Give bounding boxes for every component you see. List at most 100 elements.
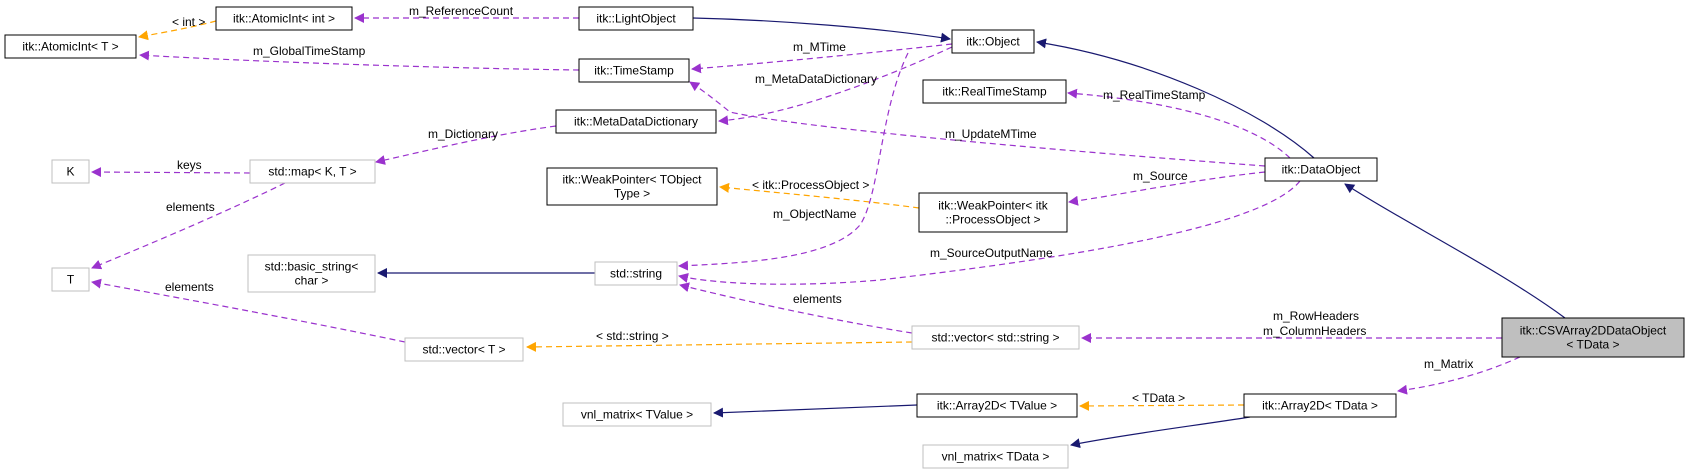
node-array2d-tvalue[interactable]: itk::Array2D< TValue > [916, 393, 1078, 418]
node-box [215, 6, 353, 31]
e-global-time-stamp-edge [139, 50, 580, 71]
node-label: Type > [614, 187, 650, 201]
node-label: itk::CSVArray2DDataObject [1520, 324, 1667, 338]
node-object[interactable]: itk::Object [951, 29, 1035, 54]
node-label: itk::RealTimeStamp [942, 85, 1047, 99]
node-vector-t[interactable]: std::vector< T > [404, 337, 524, 362]
node-box [951, 29, 1035, 54]
node-label: std::map< K, T > [268, 165, 356, 179]
e-string-arg-edge [526, 341, 913, 352]
node-label: std::string [610, 267, 662, 281]
edge-label-column-headers: m_ColumnHeaders [1263, 324, 1366, 338]
edge-label-real-time-stamp: m_RealTimeStamp [1103, 88, 1206, 102]
edge-label-source-output-name: m_SourceOutputName [930, 246, 1053, 260]
node-label: vnl_matrix< TValue > [581, 408, 693, 422]
node-label: itk::LightObject [596, 12, 676, 26]
node-array2d-tdata[interactable]: itk::Array2D< TData > [1243, 393, 1397, 418]
e-object-name-edge [678, 52, 909, 271]
edge-label-tdata-arg: < TData > [1132, 391, 1185, 405]
node-vector-string[interactable]: std::vector< std::string > [911, 325, 1080, 350]
node-realtimestamp[interactable]: itk::RealTimeStamp [922, 79, 1067, 104]
node-box [1264, 157, 1378, 182]
edge-label-source: m_Source [1133, 169, 1188, 183]
node-csv[interactable]: itk::CSVArray2DDataObject< TData > [1501, 317, 1685, 358]
node-label: T [67, 273, 75, 287]
node-map[interactable]: std::map< K, T > [249, 159, 376, 184]
node-box [916, 393, 1078, 418]
node-label: itk::Array2D< TValue > [937, 399, 1057, 413]
node-vnl-tvalue[interactable]: vnl_matrix< TValue > [562, 402, 712, 427]
node-basic-string[interactable]: std::basic_string<char > [247, 254, 376, 293]
node-atomicint-t[interactable]: itk::AtomicInt< T > [4, 34, 137, 59]
edge-label-string-arg: < std::string > [596, 329, 669, 343]
node-box [578, 6, 694, 31]
nodes-layer: itk::AtomicInt< int >itk::AtomicInt< T >… [4, 6, 1685, 469]
e-object-dataobject-edge [1036, 38, 1315, 159]
node-label: std::basic_string< [265, 260, 359, 274]
edge-label-elements-map: elements [166, 200, 215, 214]
node-box [918, 192, 1068, 233]
node-box [404, 337, 524, 362]
edge-label-meta-data-dictionary: m_MetaDataDictionary [755, 72, 877, 86]
node-t[interactable]: T [51, 267, 90, 292]
node-label: itk::DataObject [1282, 163, 1361, 177]
node-label: itk::WeakPointer< itk [938, 199, 1048, 213]
node-weakptr-po[interactable]: itk::WeakPointer< itk::ProcessObject > [918, 192, 1068, 233]
node-box [247, 254, 376, 293]
node-label: std::vector< std::string > [931, 331, 1059, 345]
e-meta-data-dictionary-edge [718, 46, 953, 126]
e-atomicint-int-to-t-edge [138, 20, 217, 41]
edges-layer [91, 13, 1566, 449]
node-box [51, 159, 90, 184]
node-dataobject[interactable]: itk::DataObject [1264, 157, 1378, 182]
node-label: itk::Array2D< TData > [1262, 399, 1378, 413]
e-array2d-vnl-tvalue-edge [713, 404, 918, 418]
node-label: itk::AtomicInt< T > [22, 40, 118, 54]
edge-label-object-name: m_ObjectName [773, 207, 857, 221]
node-label: itk::WeakPointer< TObject [562, 173, 702, 187]
node-box [555, 109, 717, 134]
e-csv-dataobject-edge [1344, 183, 1566, 319]
node-label: ::ProcessObject > [945, 213, 1040, 227]
edge-label-int-arg: < int > [172, 15, 205, 29]
node-label: itk::AtomicInt< int > [233, 12, 335, 26]
node-string[interactable]: std::string [594, 261, 678, 286]
e-lightobject-object-edge [692, 17, 951, 43]
e-tdata-arg-edge [1079, 400, 1245, 411]
node-k[interactable]: K [51, 159, 90, 184]
node-label: itk::Object [966, 35, 1020, 49]
node-label: char > [295, 274, 329, 288]
e-matrix-edge [1397, 356, 1521, 395]
node-atomicint-int[interactable]: itk::AtomicInt< int > [215, 6, 353, 31]
edge-label-keys: keys [177, 158, 202, 172]
node-box [51, 267, 90, 292]
node-box [546, 167, 718, 206]
edge-label-row-headers: m_RowHeaders [1273, 309, 1359, 323]
e-keys-edge [91, 167, 251, 178]
node-box [922, 79, 1067, 104]
node-lightobject[interactable]: itk::LightObject [578, 6, 694, 31]
edge-label-matrix: m_Matrix [1424, 357, 1473, 371]
node-box [1501, 317, 1685, 358]
node-vnl-tdata[interactable]: vnl_matrix< TData > [922, 444, 1069, 469]
edge-labels-layer: < int >m_ReferenceCountm_GlobalTimeStamp… [165, 4, 1473, 405]
edge-label-elements-string: elements [793, 292, 842, 306]
edge-label-process-object-arg: < itk::ProcessObject > [752, 178, 869, 192]
node-label: itk::MetaDataDictionary [574, 115, 698, 129]
node-box [922, 444, 1069, 469]
e-real-time-stamp-edge [1067, 88, 1291, 159]
node-box [4, 34, 137, 59]
edge-label-reference-count: m_ReferenceCount [409, 4, 514, 18]
node-metadatadict[interactable]: itk::MetaDataDictionary [555, 109, 717, 134]
node-label: vnl_matrix< TData > [942, 450, 1050, 464]
node-box [1243, 393, 1397, 418]
e-update-mtime-edge [689, 81, 1266, 167]
edge-label-update-mtime: m_UpdateMTime [945, 127, 1037, 141]
e-elements-string-edge [679, 282, 913, 334]
e-elements-vector-t-edge [91, 278, 406, 343]
node-timestamp[interactable]: itk::TimeStamp [578, 58, 690, 83]
node-label: std::vector< T > [423, 343, 506, 357]
node-box [249, 159, 376, 184]
